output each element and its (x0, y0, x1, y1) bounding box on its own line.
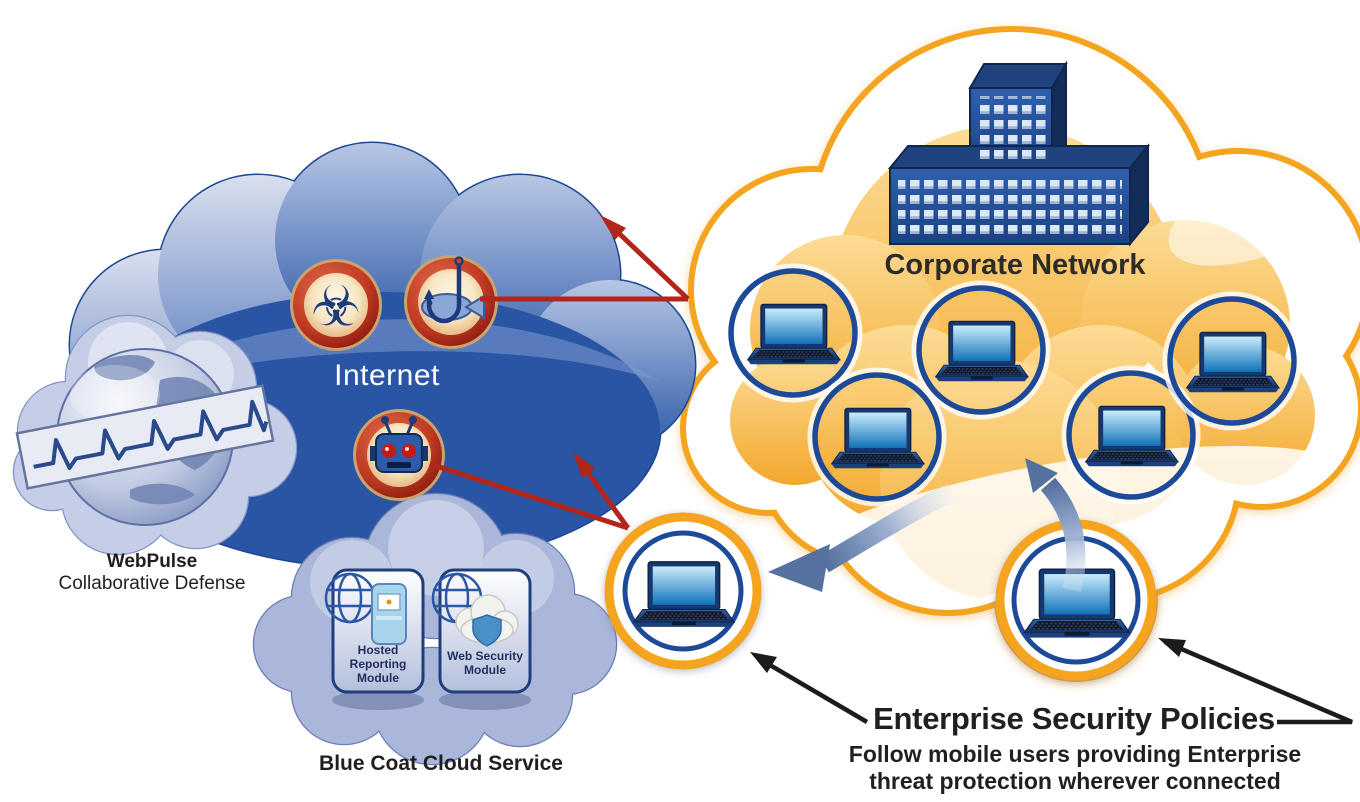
policy-sync-arrow-up (1025, 458, 1086, 593)
pulse-band (15, 384, 275, 490)
laptop-icon (632, 561, 736, 628)
botnet-robot-icon (353, 409, 445, 501)
svg-text:☣: ☣ (311, 275, 361, 340)
laptop-ring (911, 280, 1051, 420)
mobile-laptop-left (604, 512, 762, 670)
report-kiosk-icon (371, 583, 407, 645)
bluecoat-cloud (252, 492, 618, 766)
security-cloud-shield-icon (455, 594, 519, 647)
biohazard-icon: ☣ (290, 259, 382, 351)
blocked-threat-arrow-botnet (429, 452, 631, 531)
hosted-reporting-module (324, 568, 425, 694)
webpulse-globe-icon (15, 348, 275, 526)
policy-pointer-arrow-left (750, 652, 869, 724)
blocked-threat-arrow-phishing (480, 215, 690, 302)
office-building-icon (887, 60, 1151, 247)
policy-pointer-arrow-right (1158, 638, 1353, 725)
laptop-icon (934, 320, 1029, 382)
laptop-ring (1162, 291, 1302, 431)
phishing-hook-icon (404, 255, 498, 349)
laptop-icon (830, 407, 925, 469)
laptop-icon (1185, 331, 1280, 393)
laptop-ring (723, 263, 863, 403)
corporate-laptops (723, 263, 1302, 507)
laptop-icon (746, 303, 841, 365)
laptop-ring (1061, 365, 1201, 505)
mobile-laptop-right (995, 519, 1157, 681)
laptop-icon (1084, 405, 1179, 467)
cloud-highlight-swoosh (100, 319, 660, 398)
web-security-module (431, 568, 532, 694)
policy-sync-arrow-left (768, 483, 957, 592)
laptop-ring (807, 367, 947, 507)
